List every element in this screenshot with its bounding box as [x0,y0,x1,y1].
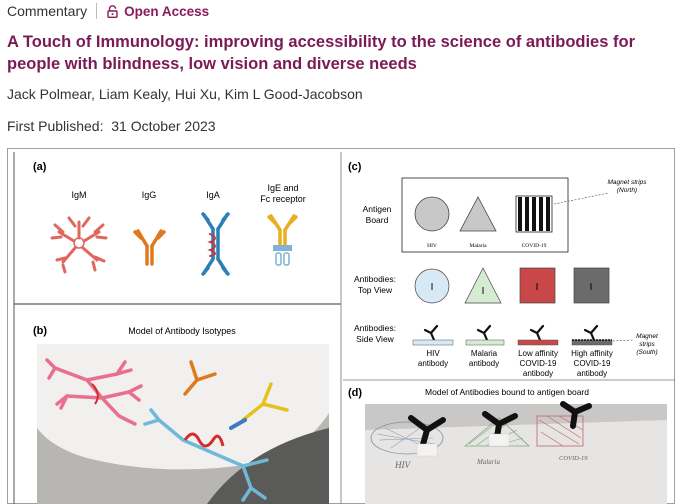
antibody-label-low-line3: antibody [523,369,553,378]
board-label-line1: Antigen [363,204,392,214]
malaria-antibody-top-view [464,267,502,304]
antibody-label-high-line2: COVID-19 [574,359,611,368]
author-link[interactable]: Hui Xu [174,86,217,102]
author-separator: , [167,86,175,102]
magnet-south-label-line1: Magnet [636,333,659,340]
isotype-label-igg: IgG [142,190,157,200]
author-separator: , [216,86,225,102]
article-title: A Touch of Immunology: improving accessi… [7,33,635,73]
isotype-label-iga: IgA [206,190,220,200]
panel-d-label: (d) [348,387,362,399]
igg-illustration [133,229,166,266]
magnet-north-label-line1: Magnet strips [607,179,647,186]
handwritten-label-hiv: HIV [394,460,411,470]
isotype-label-igm: IgM [71,190,86,200]
panel-c-label: (c) [348,161,362,173]
panel-d: (d) Model of Antibodies bound to antigen… [348,387,667,504]
igm-pentamer-illustration [50,216,108,274]
bound-antibodies-photo: HIV Malaria COVID-19 [365,401,667,504]
panel-a: (a) IgM IgG IgA IgE and Fc receptor [33,161,306,276]
antibody-label-hiv-line2: antibody [418,359,448,368]
antibody-mark: I [482,286,485,297]
author-link[interactable]: Liam Kealy [98,86,168,102]
magnet-south-label-line2: strips [639,341,655,348]
antibody-label-high-line1: High affinity [571,349,613,358]
antibody-side-views [412,324,613,346]
article-meta-bar: Commentary Open Access [7,0,209,22]
antibody-label-low-line1: Low affinity [518,349,558,358]
malaria-antigen-shape [459,196,497,232]
magnet-north-label-line2: (North) [617,187,637,194]
panel-b-label: (b) [33,325,47,337]
handwritten-label-malaria: Malaria [476,458,500,466]
author-link[interactable]: Kim L Good-Jacobson [224,86,363,102]
antibody-label-malaria-line2: antibody [469,359,499,368]
antibody-models-photo [37,344,329,504]
panel-a-label: (a) [33,161,47,173]
board-antigen-label-covid: COVID-19 [522,243,547,249]
handwritten-label-covid: COVID-19 [559,455,588,462]
side-view-label-line1: Antibodies: [354,323,396,333]
panel-b: (b) Model of Antibody Isotypes [33,325,329,504]
antibody-label-malaria-line1: Malaria [471,349,498,358]
board-antigen-label-hiv: HIV [427,243,437,249]
article-category: Commentary [7,3,88,19]
panel-b-caption: Model of Antibody Isotypes [128,326,236,336]
magnet-north-leader-line [553,192,610,205]
published-label: First Published: [7,118,104,134]
author-list: Jack Polmear, Liam Kealy, Hui Xu, Kim L … [7,86,363,102]
iga-dimer-illustration [201,212,230,276]
antibody-mark: I [536,282,539,293]
board-antigen-label-malaria: Malaria [469,243,487,249]
ige-fc-receptor-illustration [267,214,298,266]
side-view-label-line2: Side View [356,334,395,344]
receptor-label-line1: IgE and [267,183,298,193]
antibody-label-hiv-line1: HIV [426,349,440,358]
low-affinity-covid-antibody-top-view [519,267,556,304]
open-access-link[interactable]: Open Access [124,3,210,19]
antibody-label-high-line3: antibody [577,369,607,378]
board-label-line2: Board [366,215,389,225]
author-link[interactable]: Jack Polmear [7,86,92,102]
covid-antigen-magnet-strips [515,195,553,233]
divider [96,3,98,19]
antibody-mark: I [431,282,434,293]
lock-icon [107,4,118,18]
article-figure[interactable]: (a) IgM IgG IgA IgE and Fc receptor [7,148,675,504]
published-date: 31 October 2023 [111,118,216,134]
receptor-label-line2: Fc receptor [260,194,306,204]
panel-d-caption: Model of Antibodies bound to antigen boa… [425,387,589,397]
hiv-antibody-top-view [414,268,450,304]
top-view-label-line2: Top View [358,285,393,295]
publication-date: First Published: 31 October 2023 [7,118,216,134]
panel-c: (c) Antigen Board HIV Malaria COVID-19 M… [348,161,659,378]
hiv-antigen-shape [414,196,450,232]
antibody-mark: I [590,282,593,293]
high-affinity-covid-antibody-top-view [573,267,610,304]
top-view-label-line1: Antibodies: [354,274,396,284]
author-separator: , [91,86,99,102]
antibody-label-low-line2: COVID-19 [520,359,557,368]
magnet-south-label-line3: (South) [636,349,657,356]
